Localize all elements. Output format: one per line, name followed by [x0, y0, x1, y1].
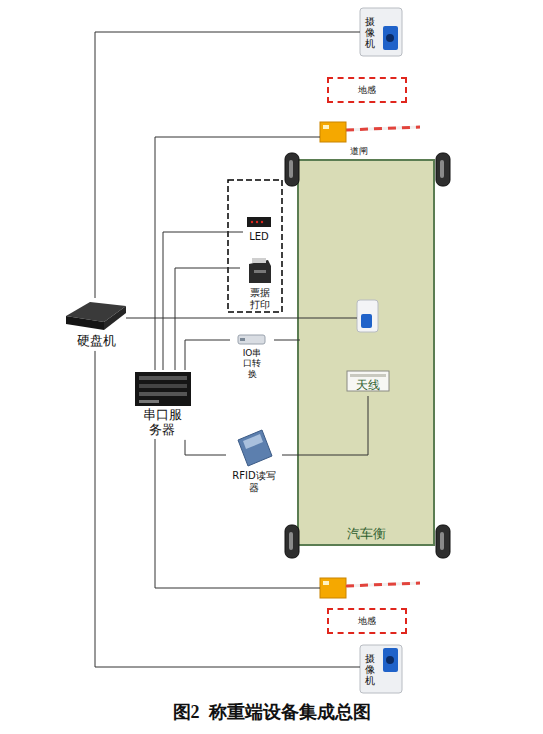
serial-server-icon [135, 372, 191, 406]
io-converter-icon [238, 335, 265, 344]
signal-connector [95, 351, 360, 667]
signal-connector [175, 268, 240, 370]
led-display-icon [247, 217, 271, 227]
signal-connector [95, 32, 360, 298]
scale-platform [298, 160, 434, 545]
node-label: LED [243, 231, 275, 243]
node-label: 汽车衡 [298, 527, 434, 542]
node-label: 摄像机 [365, 16, 375, 49]
serial-server-box: 串口服务器 [128, 370, 196, 440]
display-print-group [228, 180, 282, 312]
figure-caption: 图2 称重端设备集成总图 [0, 700, 543, 724]
node-label: 地感 [358, 85, 376, 95]
hard-disk-recorder-icon [66, 302, 126, 330]
rfid-reader-box: RFID读写器 [226, 428, 282, 495]
printer-icon [249, 258, 271, 283]
antenna-box: 天线 [340, 367, 396, 396]
signal-connector [282, 396, 368, 455]
pillars [285, 153, 450, 558]
rfid-reader-icon [238, 430, 272, 466]
barrier-housing [320, 122, 346, 142]
signal-wires [126, 318, 357, 588]
node-label: IO串口转换 [239, 348, 265, 379]
camera-box: 摄像机 [360, 8, 402, 56]
camera-box: 摄像机 [360, 645, 402, 693]
printer-box: 票据打印 [240, 256, 280, 312]
node-label: 摄像机 [365, 653, 375, 686]
node-label: 串口服务器 [141, 408, 183, 438]
barrier-gate-box: 道闸 [320, 122, 346, 142]
truck-scale-box: 汽车衡天线 [298, 160, 434, 545]
camera-icon [360, 8, 402, 56]
node-label: 票据打印 [249, 287, 271, 310]
node-label: RFID读写器 [232, 470, 276, 493]
led-box: LED [243, 213, 275, 245]
ground-loop-box: 地感 [327, 77, 407, 103]
io-converter-box: IO串口转换 [230, 332, 274, 381]
node-label: 道闸 [350, 146, 368, 156]
node-label: 地感 [358, 616, 376, 626]
node-label: 天线 [340, 379, 396, 393]
node-label: 硬盘机 [60, 334, 132, 349]
signal-connector [163, 232, 243, 370]
camera-icon [360, 645, 402, 693]
pillar-highlights [289, 160, 444, 550]
hard-disk-box: 硬盘机 [60, 298, 132, 351]
signal-connector [185, 340, 230, 370]
barrier-housing [320, 578, 346, 598]
signal-connector [185, 440, 226, 455]
scale-camera-icon [357, 300, 378, 332]
ground-loop-box: 地感 [327, 608, 407, 634]
signal-connector [155, 137, 320, 370]
